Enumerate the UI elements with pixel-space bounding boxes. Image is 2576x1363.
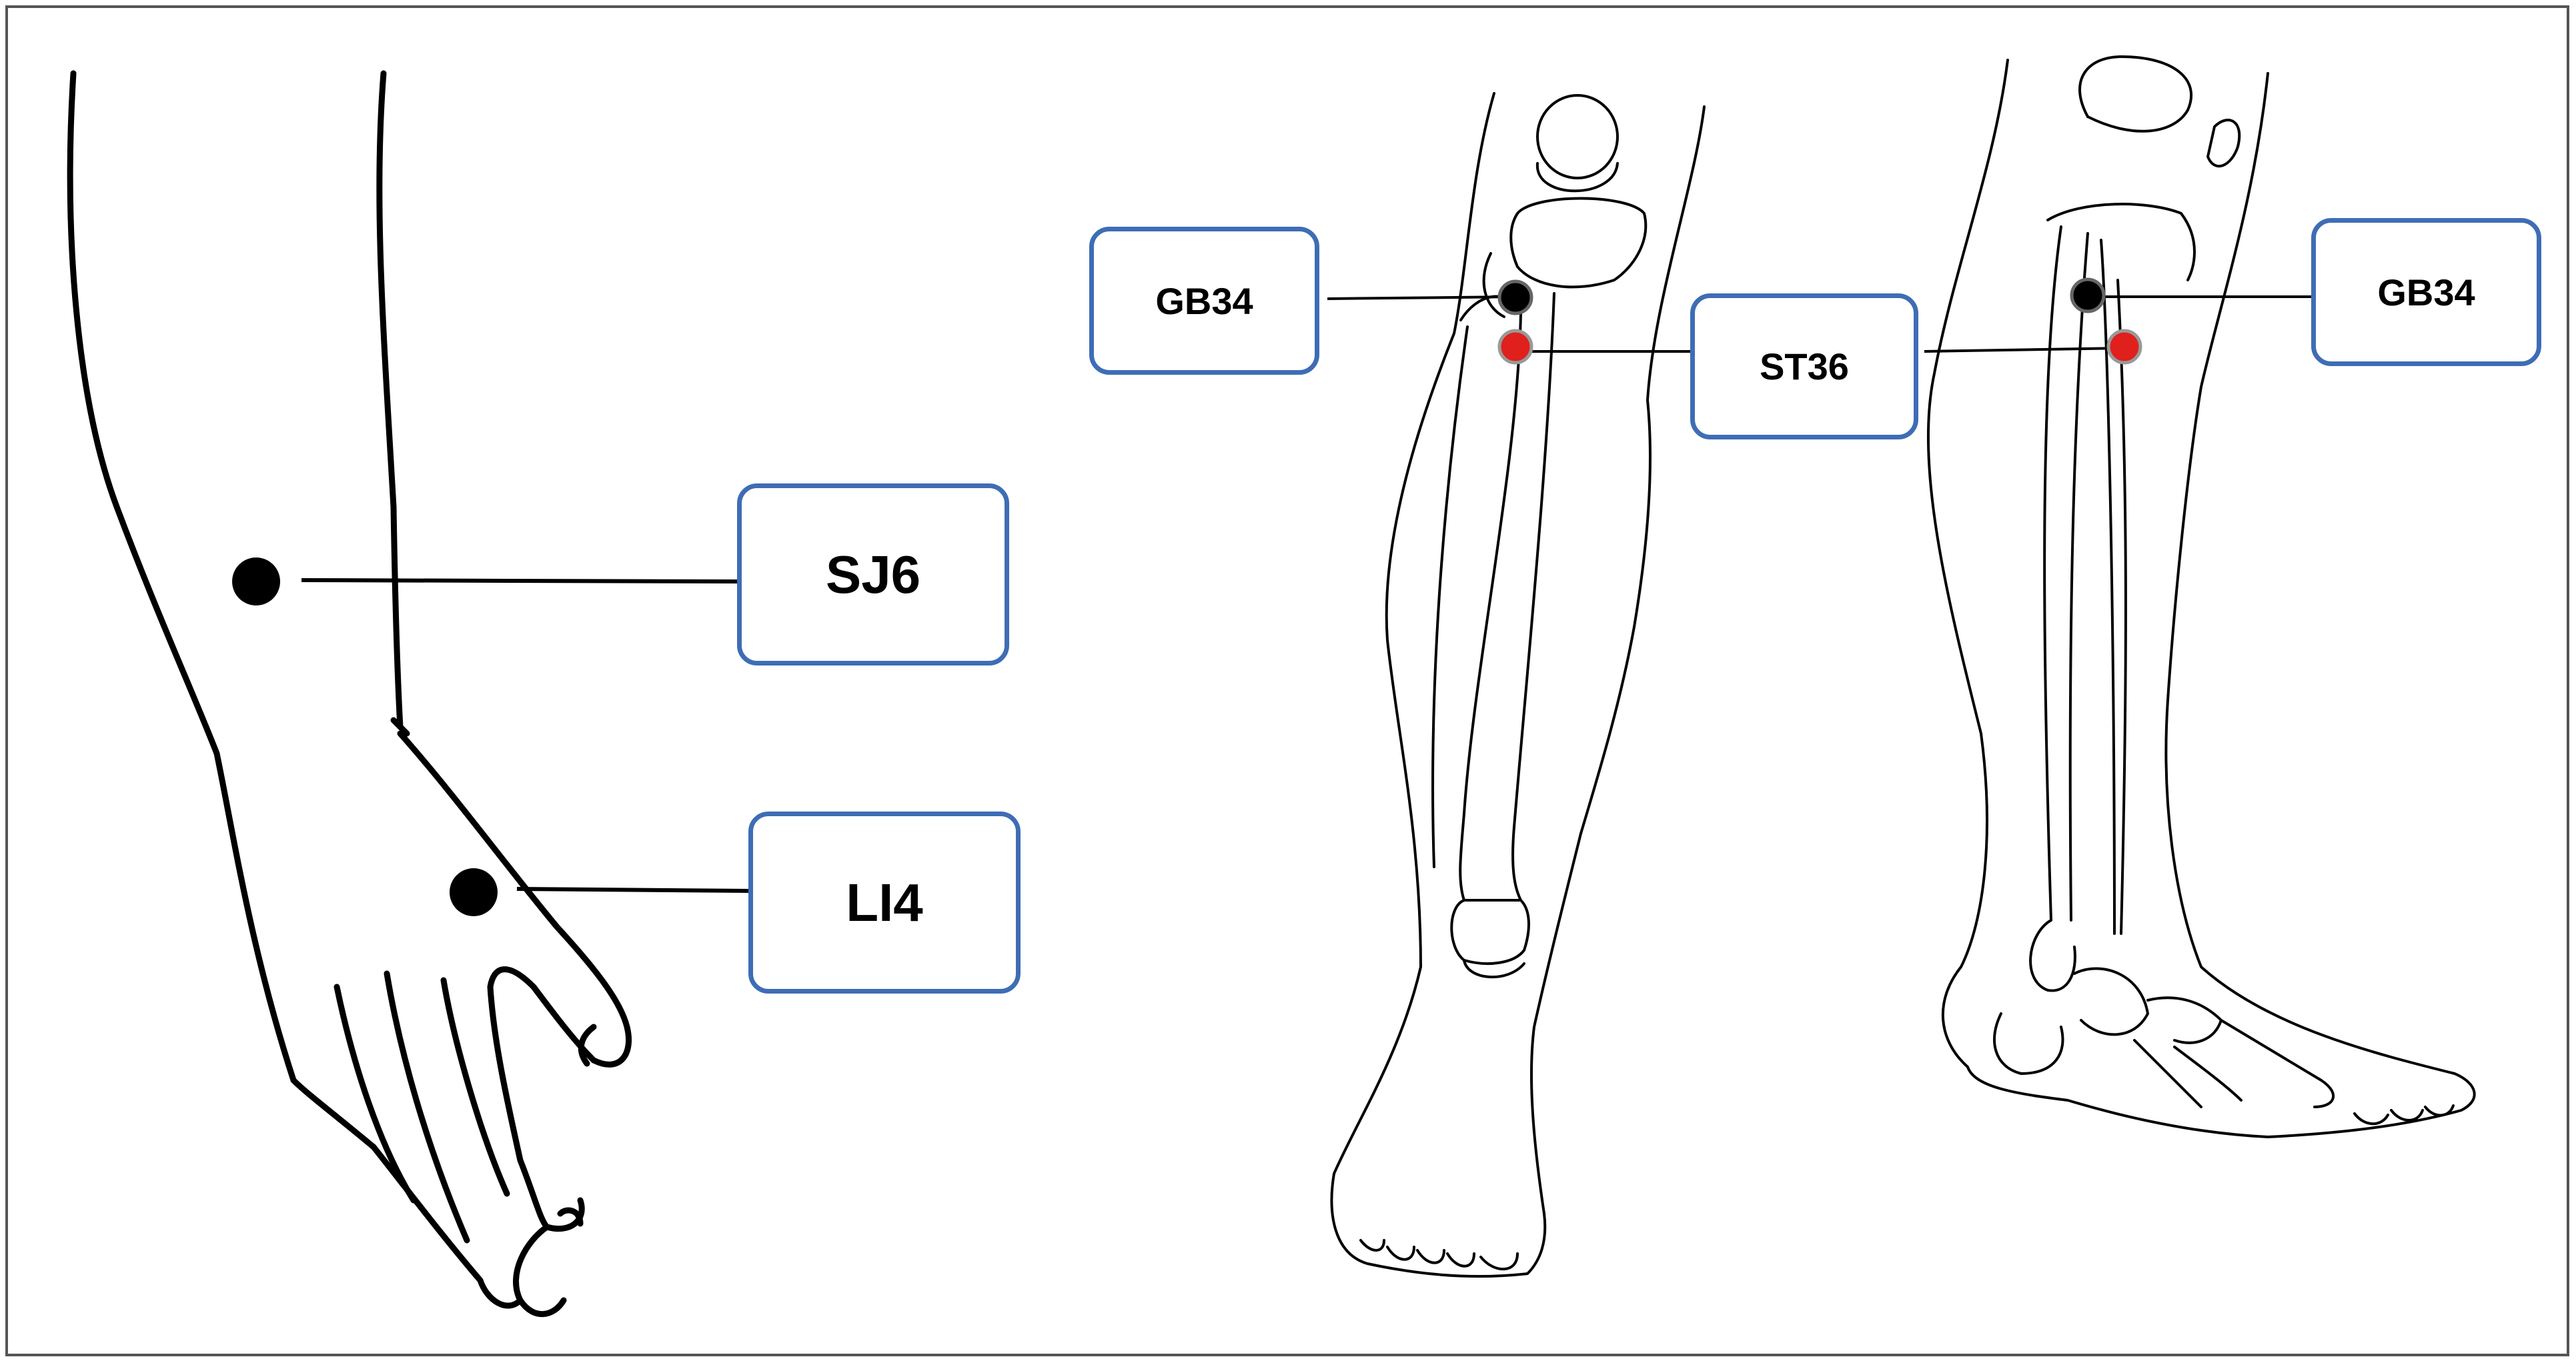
gb34-side-point xyxy=(2070,277,2106,313)
gb34-left-label-text: GB34 xyxy=(1155,279,1253,322)
gb34-left-label: GB34 xyxy=(1089,227,1319,375)
li4-leader-line xyxy=(516,887,751,893)
st36-right-leader-line xyxy=(1924,347,2125,353)
sj6-leader-line xyxy=(301,578,738,583)
st36-side-point xyxy=(2106,329,2142,365)
arm-hand-drawing xyxy=(67,70,632,1318)
gb34-right-label-text: GB34 xyxy=(2377,271,2475,313)
sj6-label: SJ6 xyxy=(737,483,1009,665)
leg-front-drawing xyxy=(1330,92,1706,1278)
leader-lines xyxy=(301,578,751,893)
gb34-left-leader-line xyxy=(1327,295,1516,300)
li4-point xyxy=(450,868,498,916)
st36-front-point xyxy=(1497,329,1533,365)
st36-label: ST36 xyxy=(1690,293,1918,439)
st36-label-text: ST36 xyxy=(1760,345,1849,387)
sj6-label-text: SJ6 xyxy=(825,544,921,604)
gb34-front-point xyxy=(1497,279,1533,315)
gb34-right-label: GB34 xyxy=(2311,218,2541,366)
li4-label-text: LI4 xyxy=(846,872,923,932)
sj6-point xyxy=(232,557,280,605)
li4-label: LI4 xyxy=(748,812,1021,994)
